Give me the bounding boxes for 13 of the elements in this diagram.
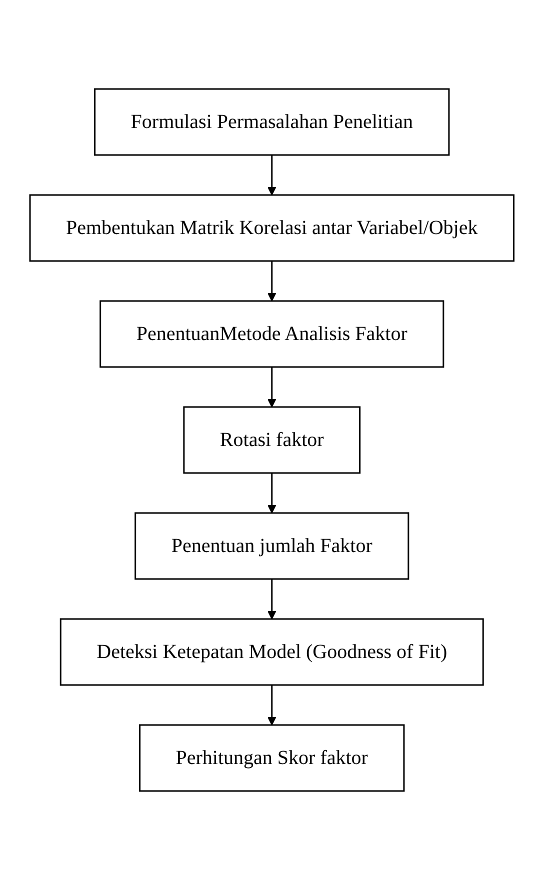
- node-box: Formulasi Permasalahan Penelitian: [94, 88, 450, 156]
- arrow: [268, 261, 276, 302]
- node-box: PenentuanMetode Analisis Faktor: [100, 300, 444, 368]
- node-box: Penentuan jumlah Faktor: [134, 512, 410, 580]
- arrow: [268, 155, 276, 196]
- arrow: [268, 367, 276, 408]
- arrow: [268, 473, 276, 514]
- node-box: Rotasi faktor: [183, 406, 361, 474]
- node-box: Pembentukan Matrik Korelasi antar Variabel/Objek: [29, 194, 515, 262]
- arrow: [268, 579, 276, 620]
- node-box: Perhitungan Skor faktor: [139, 724, 405, 792]
- node-box: Deteksi Ketepatan Model (Goodness of Fit): [60, 618, 484, 686]
- arrow: [268, 685, 276, 726]
